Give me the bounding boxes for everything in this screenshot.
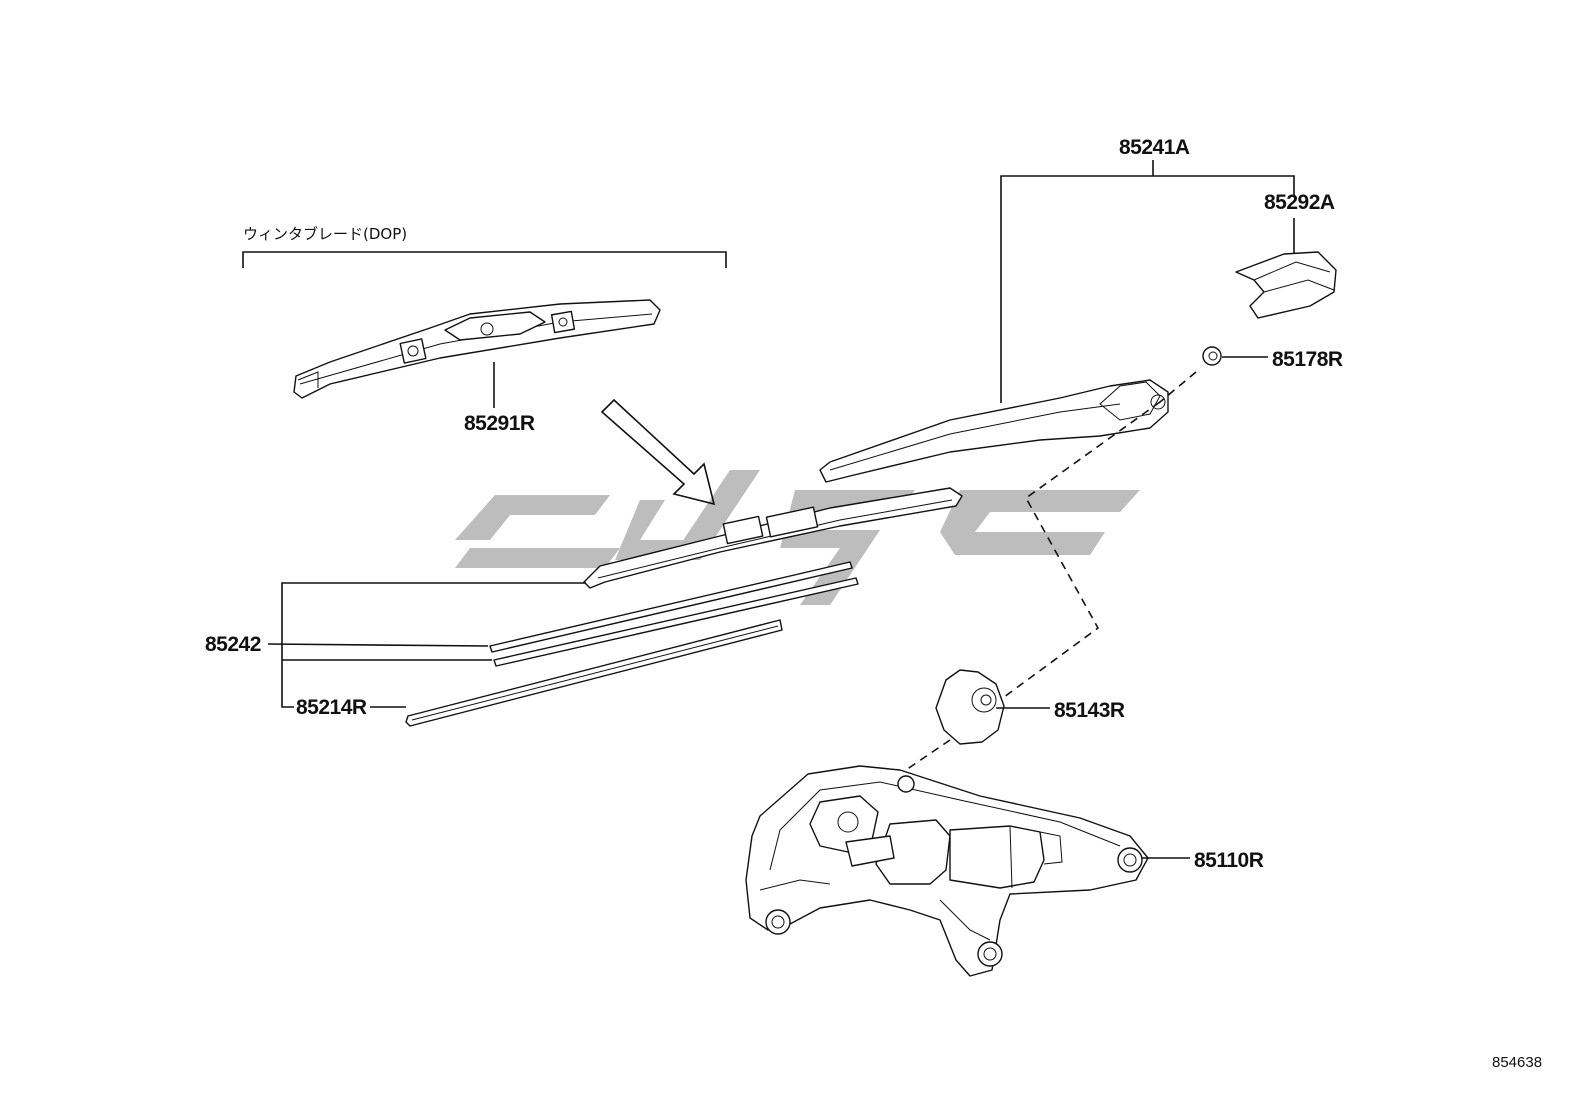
- figure-number: 854638: [1492, 1054, 1542, 1071]
- label-85110R: 85110R: [1194, 849, 1264, 872]
- arm-cap-part: [1235, 251, 1337, 319]
- label-85292A: 85292A: [1264, 191, 1335, 214]
- winter-blade-caption: ウィンタブレード(DOP): [243, 225, 407, 243]
- winter-blade-part: [293, 299, 661, 399]
- wiper-blade-part: [583, 487, 963, 589]
- wiper-motor-part: [745, 765, 1149, 977]
- wiper-arm-part: [819, 379, 1169, 483]
- winter-blade-bracket: [242, 251, 727, 268]
- direction-arrow-icon: [600, 398, 716, 506]
- grommet-part: [935, 669, 1005, 745]
- watermark-logo: [455, 470, 1140, 605]
- arm-bracket: [1000, 175, 1295, 403]
- label-85143R: 85143R: [1054, 699, 1125, 722]
- assembly-line: [899, 371, 1197, 775]
- label-85214R: 85214R: [296, 696, 367, 719]
- label-85178R: 85178R: [1272, 348, 1343, 371]
- blade-bracket: [281, 582, 586, 708]
- label-85241A: 85241A: [1119, 136, 1190, 159]
- label-85291R: 85291R: [464, 412, 535, 435]
- wiper-rubber-part: [405, 561, 859, 727]
- nut-part: [1202, 346, 1222, 366]
- label-85242: 85242: [205, 633, 261, 656]
